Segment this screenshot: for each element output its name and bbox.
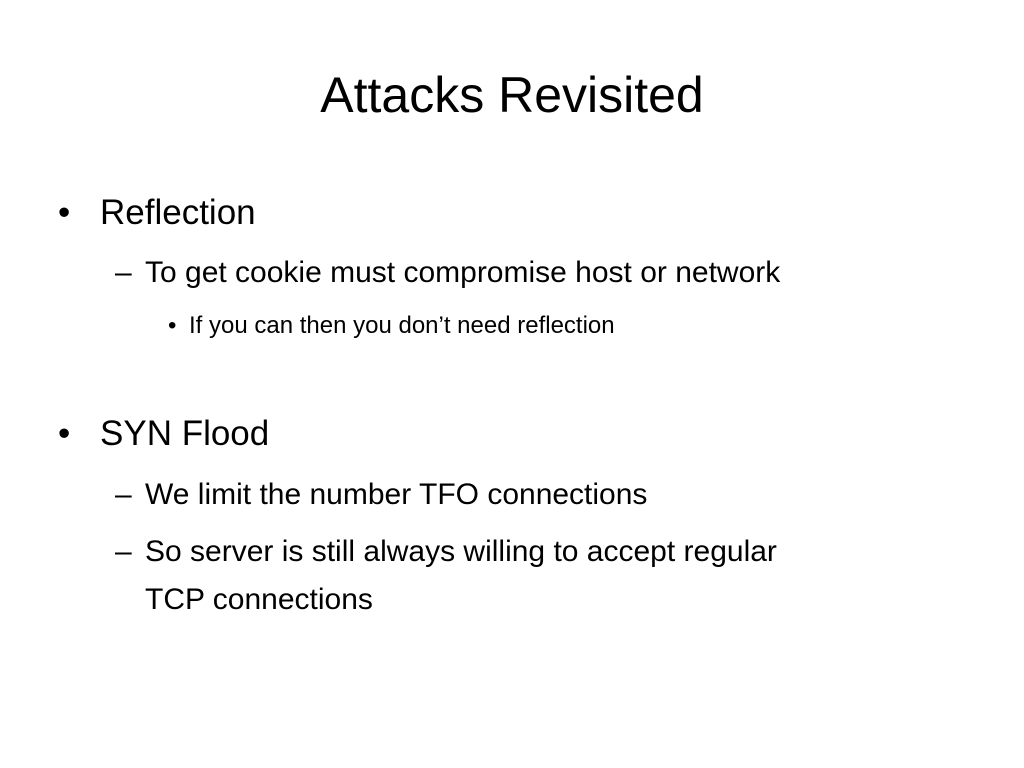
dash-marker: – <box>115 256 132 289</box>
bullet-text-continuation: TCP connections <box>145 583 373 616</box>
bullet-text: To get cookie must compromise host or ne… <box>145 256 781 289</box>
bullet-text: Reflection <box>100 193 256 232</box>
bullet-marker: • <box>58 414 71 453</box>
bullet-text: SYN Flood <box>100 414 270 453</box>
bullet-text: So server is still always willing to acc… <box>145 535 777 568</box>
bullet-marker: • <box>58 193 71 232</box>
bullet-marker: • <box>168 312 177 339</box>
dash-marker: – <box>115 478 132 511</box>
bullet-text: If you can then you don’t need reflectio… <box>189 312 615 339</box>
dash-marker: – <box>115 535 132 568</box>
slide-title: Attacks Revisited <box>320 67 704 123</box>
bullet-text: We limit the number TFO connections <box>145 478 648 511</box>
